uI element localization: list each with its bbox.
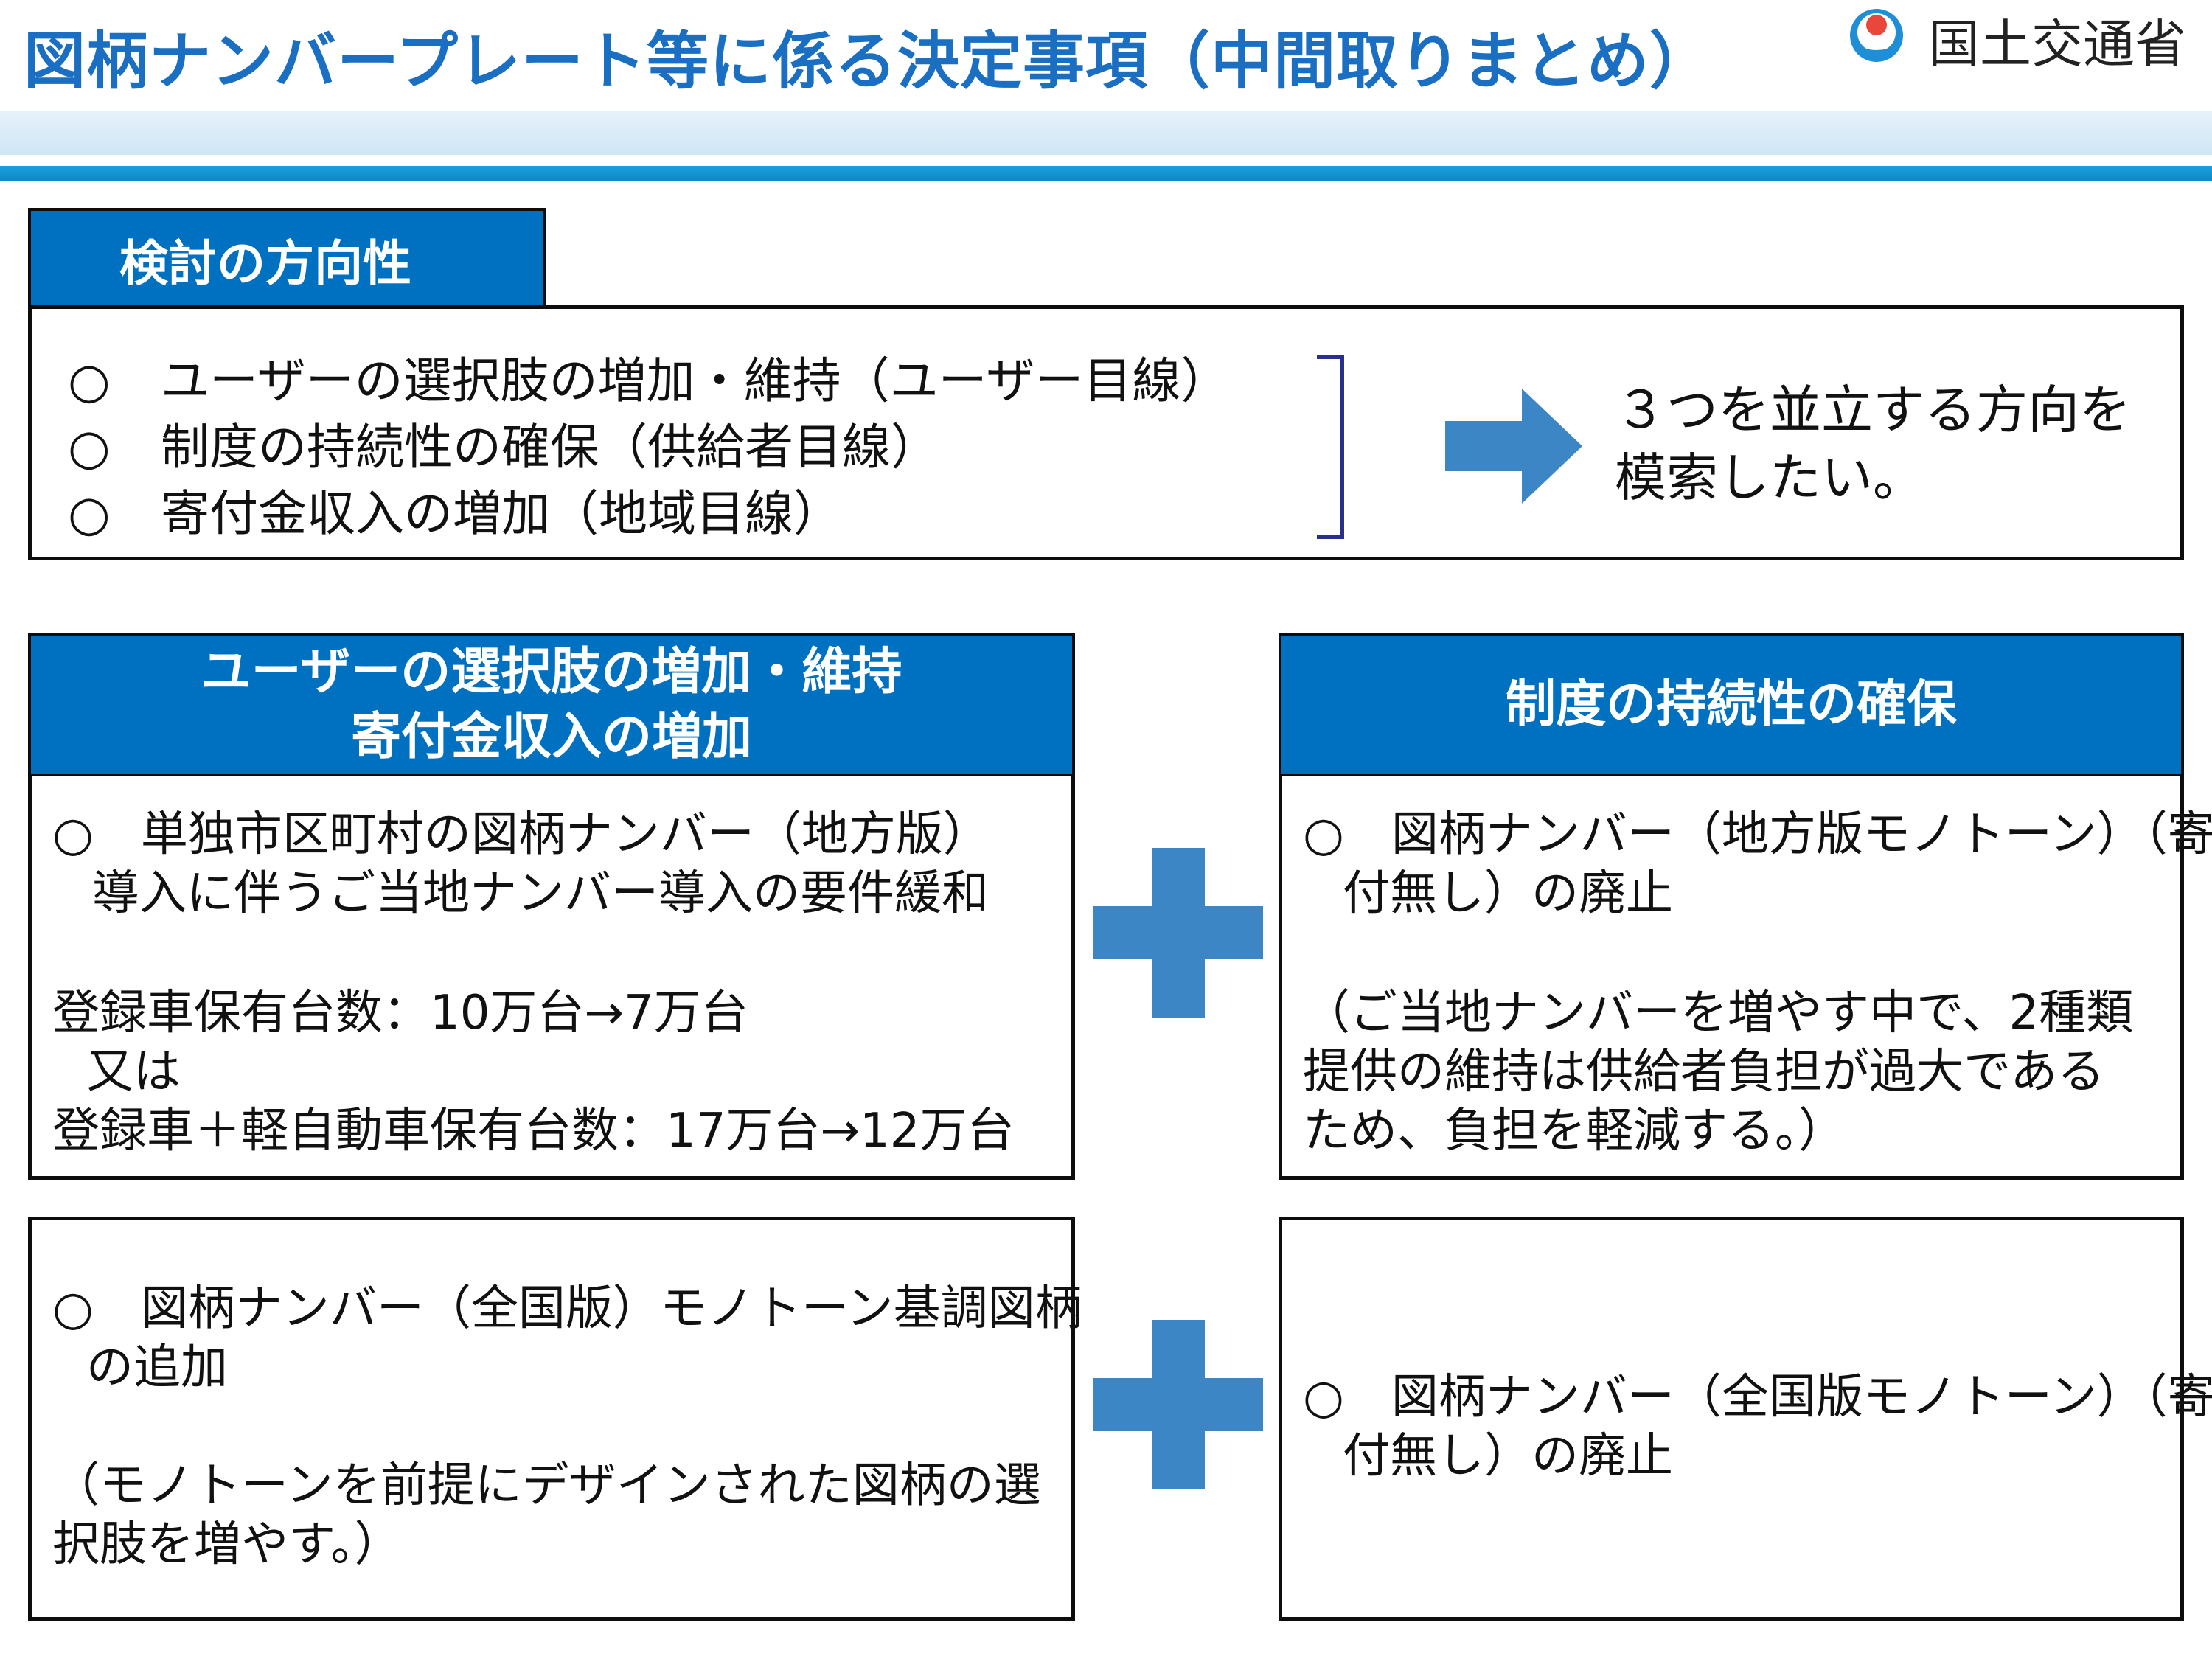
left-header-line: ユーザーの選択肢の増加・維持 — [201, 643, 902, 701]
goal-text: 制度の持続性の確保（供給者目線） — [161, 419, 939, 476]
measure-detail-line: 又は — [86, 1045, 181, 1099]
left-measure-box-1: ○ 単独市区町村の図柄ナンバー（地方版） 導入に伴うご当地ナンバー導入の要件緩和… — [28, 776, 1075, 1180]
measure-item-line: 付無し）の廃止 — [1343, 866, 1673, 921]
circle-bullet-icon: ○ — [68, 352, 111, 409]
goal-item: ○ ユーザーの選択肢の増加・維持（ユーザー目線） — [68, 348, 1321, 414]
measure-item-line: ○ 図柄ナンバー（全国版モノトーン）（寄 — [1303, 1370, 2212, 1425]
goal-text: 寄付金収入の増加（地域目線） — [161, 485, 842, 542]
left-header-line: 寄付金収入の増加 — [350, 708, 752, 766]
measure-note-line: 択肢を増やす。） — [52, 1517, 402, 1572]
conclusion-line: ３つを並立する方向を — [1615, 380, 2131, 440]
page-title: 図柄ナンバープレート等に係る決定事項（中間取りまとめ） — [24, 25, 1712, 97]
goal-item: ○ 制度の持続性の確保（供給者目線） — [68, 414, 1321, 481]
right-header-text: 制度の持続性の確保 — [1505, 675, 1957, 734]
conclusion-line: 模索したい。 — [1615, 448, 1924, 508]
circle-bullet-icon: ○ — [68, 485, 111, 542]
bracket-icon — [1314, 354, 1351, 540]
measure-detail-line: 登録車保有台数：10万台→7万台 — [52, 986, 748, 1040]
mlit-logo-icon — [1847, 3, 1906, 74]
measure-note-line: （モノトーンを前提にデザインされた図柄の選 — [52, 1458, 1041, 1513]
goal-item: ○ 寄付金収入の増加（地域目線） — [68, 481, 1321, 547]
measure-item-line: 付無し）の廃止 — [1343, 1429, 1673, 1484]
plus-icon — [1093, 848, 1263, 1018]
goal-text: ユーザーの選択肢の増加・維持（ユーザー目線） — [161, 352, 1230, 409]
right-measure-box-1: ○ 図柄ナンバー（地方版モノトーン）（寄 付無し）の廃止 （ご当地ナンバーを増や… — [1279, 776, 2212, 1180]
measure-note-line: 提供の維持は供給者負担が過大である — [1303, 1045, 2105, 1099]
left-column-header: ユーザーの選択肢の増加・維持 寄付金収入の増加 — [28, 633, 1075, 777]
direction-conclusion: ３つを並立する方向を 模索したい。 — [1615, 376, 2146, 524]
measure-note-line: （ご当地ナンバーを増やす中で、2種類 — [1303, 986, 2134, 1040]
measure-item-line: ○ 図柄ナンバー（地方版モノトーン）（寄 — [1303, 807, 2212, 862]
measure-detail-line: 登録車＋軽自動車保有台数：17万台→12万台 — [52, 1104, 1015, 1158]
measure-item-line: ○ 図柄ナンバー（全国版）モノトーン基調図柄 — [52, 1281, 1082, 1336]
arrow-right-icon — [1445, 389, 1582, 504]
measure-item-line: 導入に伴うご当地ナンバー導入の要件緩和 — [92, 866, 989, 921]
measure-item-line: の追加 — [86, 1340, 228, 1395]
direction-tab: 検討の方向性 — [28, 208, 546, 308]
right-column-header: 制度の持続性の確保 — [1279, 633, 2184, 777]
measure-note-line: ため、負担を軽減する。） — [1303, 1104, 1846, 1158]
right-measure-box-2: ○ 図柄ナンバー（全国版モノトーン）（寄 付無し）の廃止 — [1279, 1217, 2212, 1621]
direction-box — [28, 305, 2184, 560]
direction-tab-label: 検討の方向性 — [119, 235, 411, 292]
org-name: 国土交通省 — [1928, 14, 2186, 74]
plus-icon — [1093, 1320, 1263, 1489]
header-band — [0, 111, 2212, 155]
circle-bullet-icon: ○ — [68, 419, 111, 476]
measure-item-line: ○ 単独市区町村の図柄ナンバー（地方版） — [52, 807, 990, 862]
left-measure-box-2: ○ 図柄ナンバー（全国版）モノトーン基調図柄 の追加 （モノトーンを前提にデザイ… — [28, 1217, 1082, 1621]
header-rule — [0, 166, 2212, 181]
